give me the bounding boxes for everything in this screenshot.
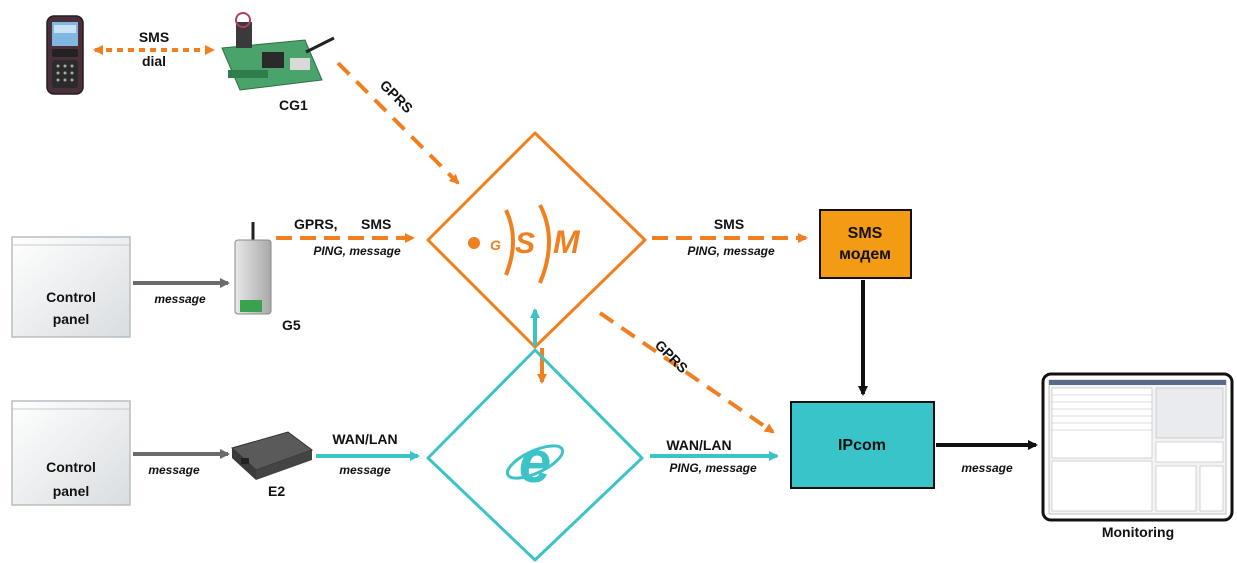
link-label-message-cp1: message [154,292,206,306]
link-label-dial: dial [142,53,166,69]
gsm-logo-letter-g: G [490,237,501,253]
link-label-gprs-ipcom: GPRS [652,337,691,376]
link-cg1-gsm [336,61,460,185]
control-panel-2-label-line2: panel [53,483,90,499]
ipcom-label: IPcom [838,437,886,454]
link-label-sms-out: SMS [714,216,744,232]
gsm-board-icon [221,12,335,91]
gsm-module-icon [234,222,272,315]
control-panel-2-label-line1: Control [46,459,96,475]
device-label-e2: E2 [268,483,285,499]
device-label-cg1: CG1 [279,97,308,113]
link-label-wanlan-e2: WAN/LAN [332,431,397,447]
control-panel-1-label-line2: panel [53,311,90,327]
link-label-message-cp2: message [148,463,200,477]
link-label-ping-sms: PING, message [687,244,775,258]
sms-modem-label-line2: модем [839,246,891,263]
link-gsm-ipcom [598,311,775,434]
device-label-monitoring: Monitoring [1102,524,1174,540]
internet-e-icon: e [505,430,565,495]
device-label-g5: G5 [282,317,301,333]
control-panel-2: Control panel [11,400,131,506]
ipcom-box: IPcom [790,401,935,489]
sms-modem-box: SMS модем [819,209,912,279]
monitor-screen-icon [1041,372,1234,522]
gsm-logo-letter-m: M [553,224,581,260]
link-label-ping-ipcom: PING, message [669,461,757,475]
ethernet-module-icon [231,431,314,480]
link-label-ping-g5: PING, message [313,244,401,258]
link-label-message-e2: message [339,463,391,477]
link-label-sms: SMS [139,29,169,45]
link-label-sms-g5: SMS [361,216,391,232]
sms-modem-label-line1: SMS [848,225,883,242]
link-label-message-monitor: message [961,461,1013,475]
gsm-logo-letter-s: S [515,227,535,260]
link-label-wanlan-ipcom: WAN/LAN [666,437,731,453]
control-panel-1: Control panel [11,236,131,338]
gsm-logo-icon: G S M [468,204,581,284]
gsm-network: G S M [426,131,647,349]
control-panel-1-label-line1: Control [46,289,96,305]
mobile-phone-icon [46,15,84,95]
internet-network: e [426,348,644,562]
internet-logo-letter: e [519,430,551,495]
link-label-gprs-g5: GPRS, [294,216,338,232]
